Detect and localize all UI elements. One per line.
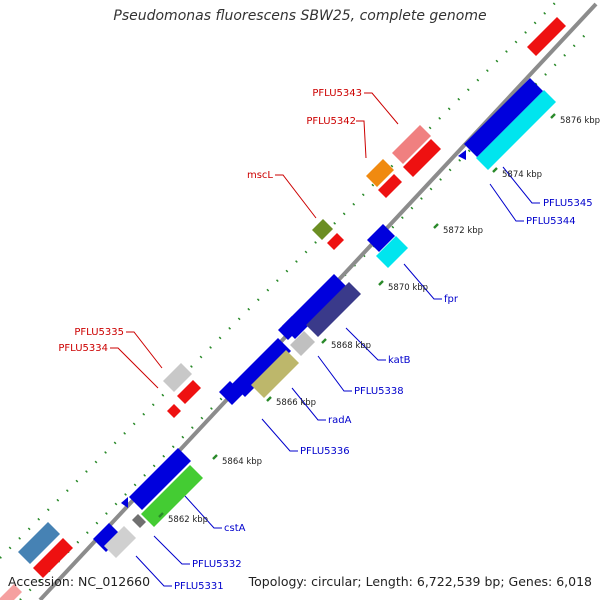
gene-blue-cstA-1 — [129, 448, 191, 510]
label-radA: radA — [328, 415, 352, 426]
label-fpr: fpr — [444, 294, 459, 305]
tick-label-5874: 5874 kbp — [502, 170, 542, 180]
callout-katB — [345, 327, 386, 361]
tick-label-5876: 5876 kbp — [560, 116, 600, 126]
label-PFLU5343: PFLU5343 — [312, 88, 362, 99]
gene-PFLU5345 — [464, 78, 543, 157]
callout-fpr — [403, 263, 442, 300]
callout-PFLU5344 — [489, 183, 524, 222]
gene-red-bottom-left — [33, 538, 73, 578]
callout-PFLU5345 — [502, 166, 540, 204]
map-title: Pseudomonas fluorescens SBW25, complete … — [113, 8, 487, 24]
gene-PFLU5342 — [366, 159, 394, 187]
callout-PFLU5332 — [153, 535, 190, 565]
callout-PFLU5334 — [110, 347, 159, 389]
gene-blue-top-far — [587, 19, 600, 48]
gene-steelblue — [18, 522, 60, 564]
gene-red-top-1 — [527, 17, 566, 56]
tick-label-5868: 5868 kbp — [331, 341, 371, 351]
label-PFLU5344: PFLU5344 — [526, 216, 576, 227]
gene-katB — [306, 282, 361, 337]
callout-PFLU5342 — [356, 120, 367, 159]
label-PFLU5338: PFLU5338 — [354, 386, 404, 397]
callout-radA — [291, 387, 326, 421]
gene-PFLU5344 — [476, 90, 556, 170]
gene-PFLU5338 — [290, 331, 315, 356]
gene-grey-small — [132, 514, 146, 528]
accession-text: Accession: NC_012660 — [8, 574, 151, 589]
gene-blue-arrowhead-2 — [121, 497, 128, 508]
gene-PFLU5343 — [392, 125, 431, 164]
scale-tick-marks — [158, 113, 556, 518]
label-PFLU5336: PFLU5336 — [300, 446, 350, 457]
gene-blue-mid-2 — [278, 316, 302, 340]
callout-PFLU5331 — [135, 555, 172, 587]
gene-PFLU5335 — [163, 363, 192, 392]
callout-PFLU5338 — [317, 355, 352, 392]
gene-mscL — [312, 219, 333, 240]
label-PFLU5331: PFLU5331 — [174, 581, 224, 592]
tick-label-5866: 5866 kbp — [276, 398, 316, 408]
callout-PFLU5336 — [261, 418, 298, 452]
gene-PFLU5331 — [104, 526, 136, 558]
gene-PFLU5334 — [177, 380, 201, 404]
label-katB: katB — [388, 355, 411, 366]
label-PFLU5335: PFLU5335 — [74, 327, 124, 338]
callout-mscL — [275, 174, 317, 219]
callout-PFLU5335 — [126, 331, 163, 369]
upper-tick-guide — [0, 0, 560, 559]
gene-red-small-top — [378, 174, 402, 198]
gene-fpr — [376, 236, 408, 268]
gene-blue-mid-3 — [232, 338, 291, 397]
label-PFLU5345: PFLU5345 — [543, 198, 593, 209]
label-PFLU5342: PFLU5342 — [306, 116, 356, 127]
tick-label-5864: 5864 kbp — [222, 457, 262, 467]
gene-blue-arrow-radA — [219, 381, 243, 405]
callout-PFLU5343 — [364, 92, 399, 125]
callout-cstA — [184, 495, 222, 529]
label-PFLU5334: PFLU5334 — [58, 343, 108, 354]
gene-blue-arrowhead-1 — [458, 150, 466, 160]
tick-label-5870: 5870 kbp — [388, 283, 428, 293]
gene-cstA — [141, 465, 203, 527]
gene-red-small-2 — [167, 404, 181, 418]
gene-PFLU5342-red — [403, 139, 441, 177]
label-PFLU5332: PFLU5332 — [192, 559, 242, 570]
label-mscL: mscL — [247, 170, 273, 181]
tick-label-5862: 5862 kbp — [168, 515, 208, 525]
genome-summary-text: Topology: circular; Length: 6,722,539 bp… — [248, 574, 592, 589]
gene-red-mscL-pair — [327, 233, 344, 250]
gene-pink-corner — [0, 584, 22, 600]
gene-PFLU5332-blue — [93, 523, 122, 552]
label-cstA: cstA — [224, 523, 246, 534]
tick-label-5872: 5872 kbp — [443, 226, 483, 236]
gene-radA — [251, 350, 299, 398]
gene-fpr-blue — [367, 224, 395, 252]
